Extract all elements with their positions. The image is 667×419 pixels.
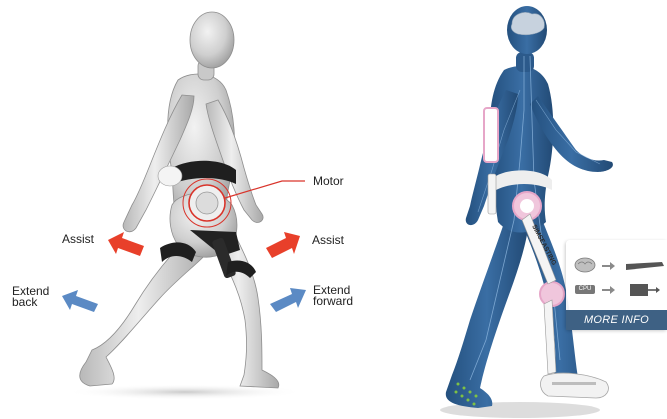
- motor-label: Motor: [313, 175, 344, 187]
- extend-forward-label: Extend forward: [313, 285, 353, 307]
- brain-icon: [575, 258, 595, 272]
- arrow-right-icon: [602, 262, 615, 270]
- mannequin-figure: [65, 12, 305, 400]
- info-panel-graphics: [566, 240, 667, 310]
- cpu-chip-icon: CPU: [575, 285, 595, 294]
- extend-back-arrow: [62, 290, 98, 312]
- assist-arrow-left: [108, 232, 144, 256]
- extend-forward-arrow: [270, 288, 306, 312]
- assist-arrow-right: [266, 232, 300, 258]
- assist-left-label: Assist: [62, 233, 94, 245]
- motor-block-icon: [630, 284, 660, 296]
- more-info-button[interactable]: MORE INFO: [566, 310, 667, 330]
- extend-back-label: Extend back: [12, 286, 49, 308]
- limb-bar-icon: [626, 262, 664, 270]
- anatomy-figure: [440, 6, 613, 418]
- arrow-right-icon: [602, 286, 615, 294]
- assist-right-label: Assist: [312, 234, 344, 246]
